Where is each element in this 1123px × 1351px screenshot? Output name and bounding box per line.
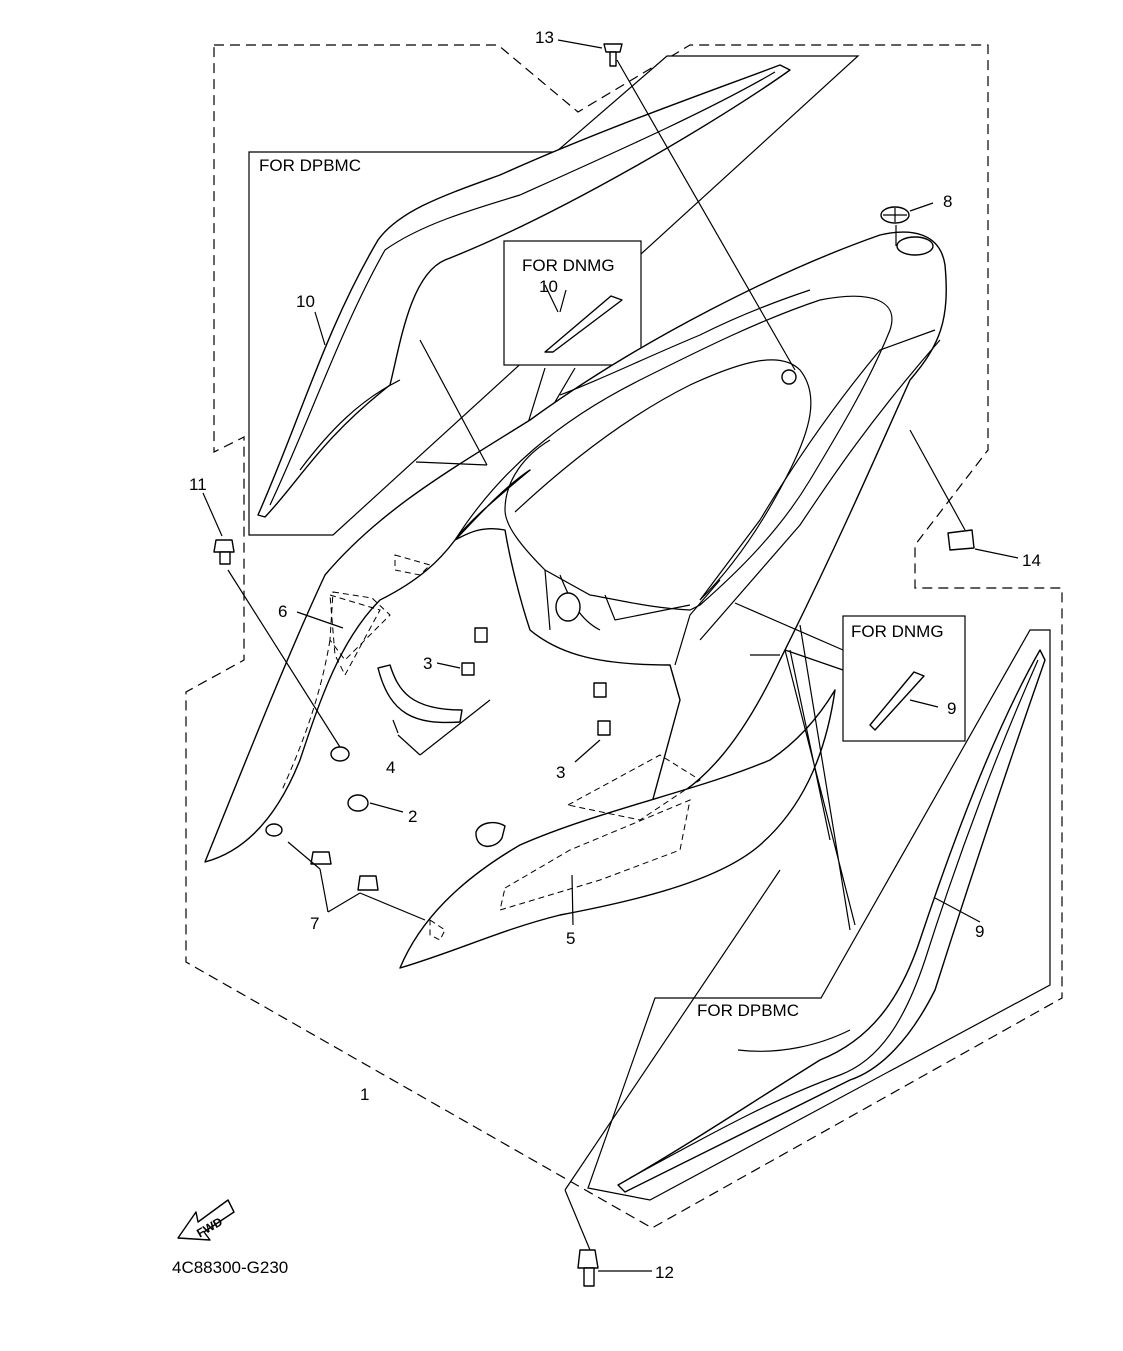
callout-8: 8	[943, 192, 952, 211]
callout-11: 11	[189, 475, 207, 494]
callout-7: 7	[310, 914, 319, 933]
callout-12: 12	[655, 1263, 674, 1282]
callout-13: 13	[535, 28, 554, 47]
fasteners	[213, 43, 975, 1287]
fwd-arrow-icon: FWD	[177, 1199, 235, 1241]
callout-3a: 3	[423, 654, 432, 673]
callout-2: 2	[408, 807, 417, 826]
variant-label-top-left: FOR DPBMC	[259, 156, 361, 175]
item-5-side-cover	[399, 689, 836, 969]
variant-label-bottom-right: FOR DPBMC	[697, 1001, 799, 1020]
decal-inset-right	[734, 602, 966, 742]
item-4-strip	[377, 664, 463, 724]
item-6-trim	[329, 591, 391, 661]
callout-6: 6	[278, 602, 287, 621]
leader-lines	[227, 59, 966, 1251]
seat-cowl	[204, 231, 947, 863]
callout-1: 1	[360, 1085, 369, 1104]
callout-leaders	[202, 39, 1019, 1272]
callout-4: 4	[386, 758, 395, 777]
callout-14: 14	[1022, 551, 1041, 570]
callout-3b: 3	[556, 763, 565, 782]
callout-9b: 9	[975, 922, 984, 941]
callout-10a: 10	[296, 292, 315, 311]
variant-label-right-inset: FOR DNMG	[851, 622, 944, 641]
diagram-code: 4C88300-G230	[172, 1258, 288, 1277]
callout-10b: 10	[539, 277, 558, 296]
decal-panel-bottom-right	[587, 629, 1051, 1201]
variant-label-center-inset: FOR DNMG	[522, 256, 615, 275]
callout-5: 5	[566, 929, 575, 948]
callout-9a: 9	[947, 699, 956, 718]
